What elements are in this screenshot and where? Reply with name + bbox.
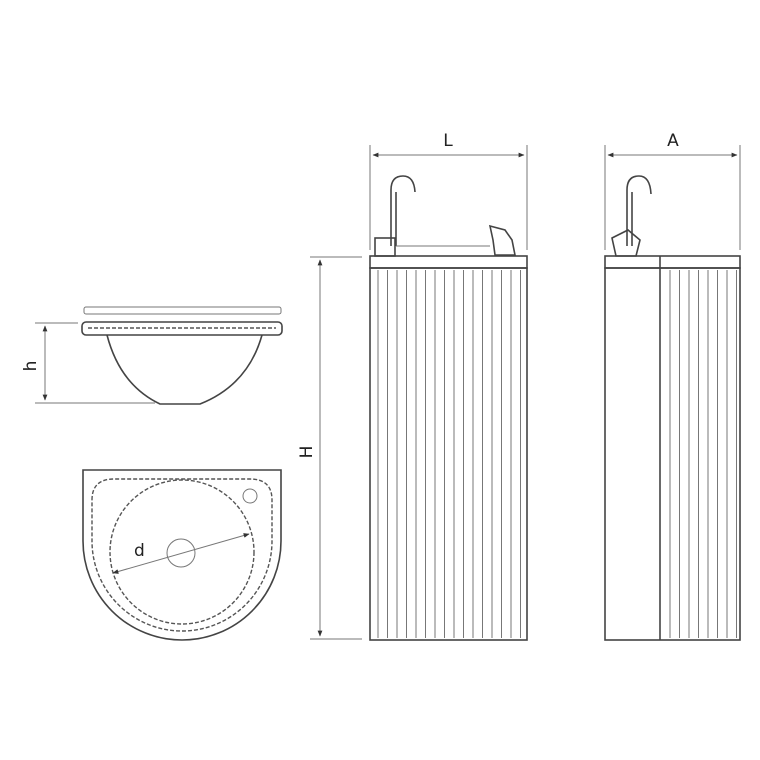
cabinet-side-view: A bbox=[604, 131, 741, 641]
cabinet-front-view: L bbox=[369, 131, 528, 641]
height-dimension: H bbox=[297, 256, 362, 640]
faucet-icon bbox=[626, 175, 652, 246]
basin-side-view: h bbox=[21, 306, 283, 405]
d-label: d bbox=[134, 541, 145, 561]
basin-top-view: d bbox=[82, 469, 282, 641]
bubbler-icon bbox=[488, 224, 516, 256]
A-label: A bbox=[667, 131, 679, 151]
tap-hole bbox=[242, 488, 258, 504]
L-label: L bbox=[443, 131, 453, 151]
faucet-icon bbox=[390, 175, 416, 246]
h-label: h bbox=[21, 361, 41, 372]
H-label: H bbox=[297, 446, 317, 459]
d-dimension-line bbox=[112, 533, 250, 574]
bubbler-icon bbox=[611, 229, 641, 257]
